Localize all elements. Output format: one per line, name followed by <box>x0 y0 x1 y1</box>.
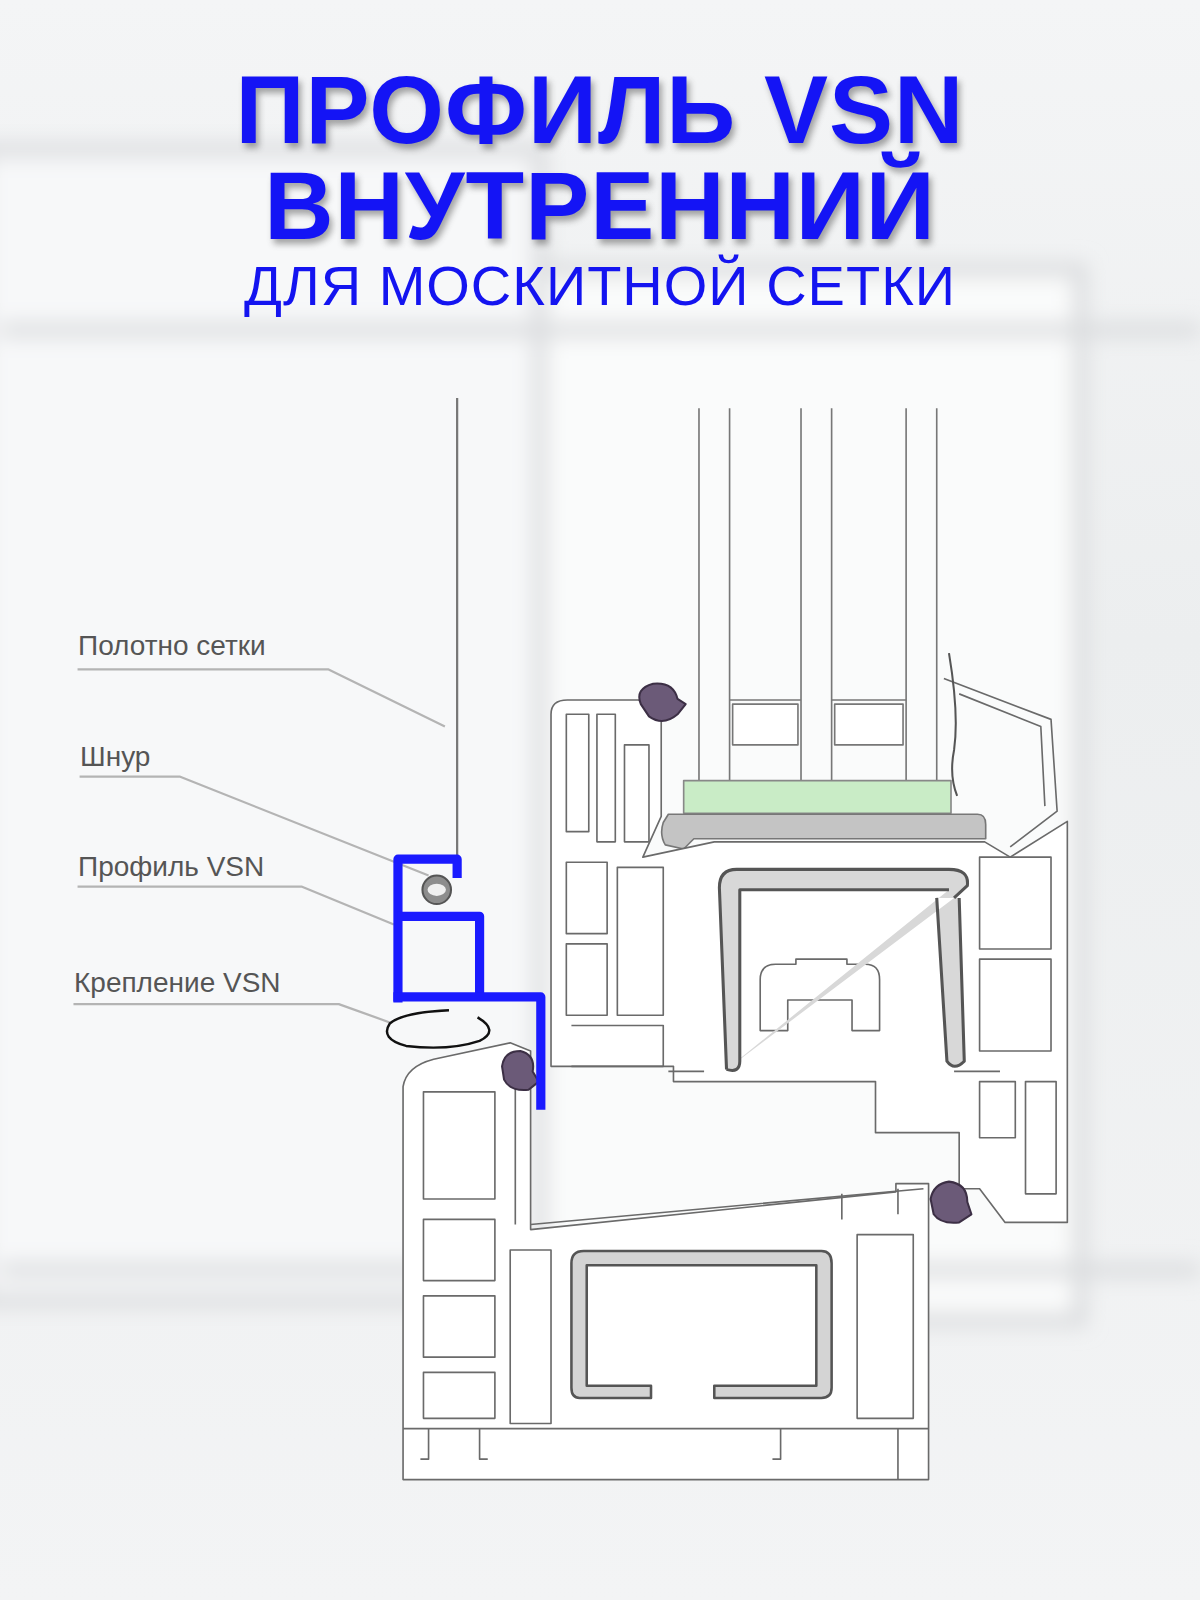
part-label: Шнур <box>80 741 150 773</box>
heading: ПРОФИЛЬ VSN ВНУТРЕННИЙ <box>100 62 1100 254</box>
part-label: Профиль VSN <box>78 851 264 883</box>
part-label: Полотно сетки <box>78 630 266 662</box>
subheading: ДЛЯ МОСКИТНОЙ СЕТКИ <box>100 255 1100 317</box>
part-label: Крепление VSN <box>74 967 281 999</box>
